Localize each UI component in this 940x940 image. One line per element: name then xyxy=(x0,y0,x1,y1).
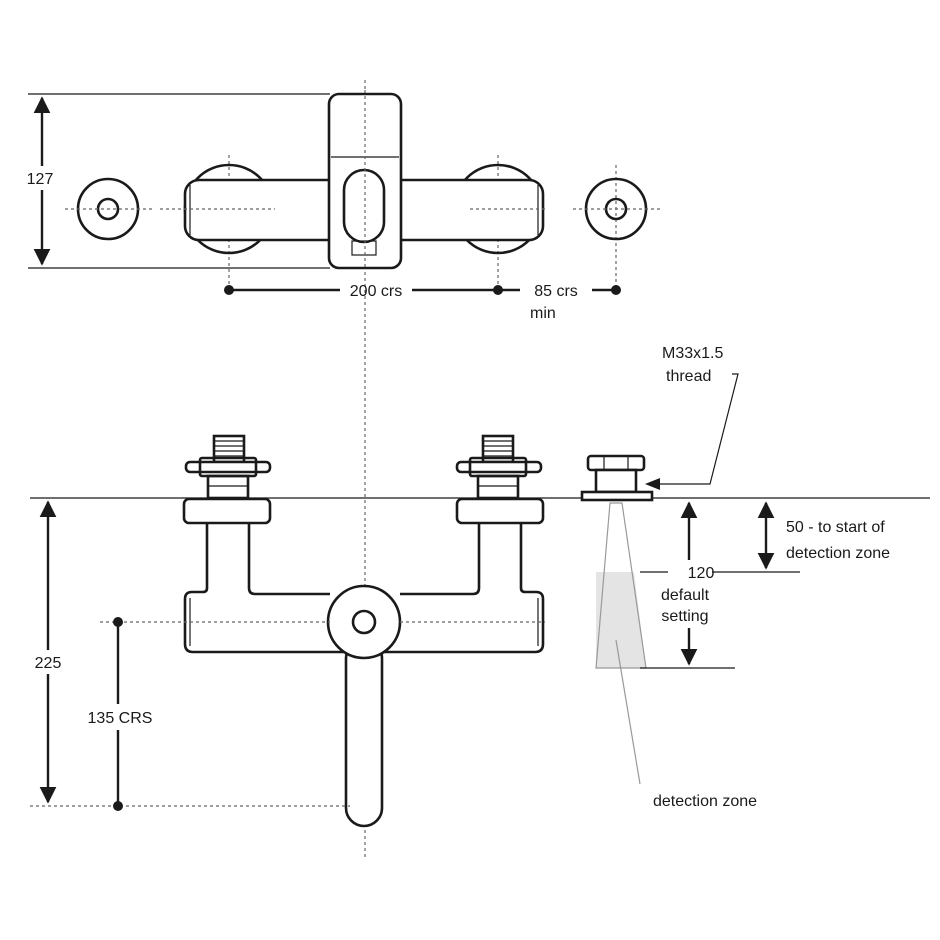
setting-label: setting xyxy=(661,608,708,625)
mixer-body-elevation xyxy=(183,522,545,654)
left-valve-cap xyxy=(182,497,272,525)
dim-point-sensor xyxy=(611,285,621,295)
dim-127-label: 127 xyxy=(27,171,54,188)
lever-handle xyxy=(344,638,384,828)
zone-leader xyxy=(615,639,641,785)
thread-leader xyxy=(655,373,739,485)
knob-centre xyxy=(351,609,377,635)
dim-50-label: 50 - to start of xyxy=(786,519,885,536)
front-elevation: 225 135 CRS xyxy=(26,434,930,828)
dim-135-label: 135 CRS xyxy=(88,710,153,727)
dim-225-label: 225 xyxy=(35,655,62,672)
dim-135-mask xyxy=(78,704,164,730)
left-inlet-stem xyxy=(206,474,250,500)
dim-85-label: 85 crs xyxy=(534,283,578,300)
thread-size-label: M33x1.5 xyxy=(662,345,723,362)
dim-85-min-label: min xyxy=(530,305,556,322)
right-inlet-flange xyxy=(455,460,543,474)
left-inlet-flange xyxy=(184,460,272,474)
plan-view: 127 200 crs 85 crs min xyxy=(18,80,660,860)
thread-leader-arrow xyxy=(645,478,660,490)
dim-135-point-top xyxy=(113,617,123,627)
sensor-assembly: 50 - to start of detection zone 120 defa… xyxy=(580,345,890,810)
dim-120-mask xyxy=(668,562,712,582)
detection-zone-label: detection zone xyxy=(653,793,757,810)
nut-facets xyxy=(603,456,629,470)
dim-200-label: 200 crs xyxy=(350,283,402,300)
dim-point-left-valve xyxy=(224,285,234,295)
spout-outline xyxy=(342,168,386,244)
dim-120-label: 120 xyxy=(688,565,715,582)
sensor-nut xyxy=(586,454,646,472)
spout-tip xyxy=(351,240,377,256)
right-inlet-stem xyxy=(476,474,520,500)
dim-135-point-bottom xyxy=(113,801,123,811)
right-valve-cap xyxy=(455,497,545,525)
thread-label: thread xyxy=(666,368,711,385)
sensor-base xyxy=(580,490,654,502)
dim-225-mask xyxy=(26,650,72,674)
default-label: default xyxy=(661,587,710,604)
dim-point-right-valve xyxy=(493,285,503,295)
control-knob xyxy=(326,584,402,660)
dim-50-label-2: detection zone xyxy=(786,545,890,562)
detection-zone-fill xyxy=(596,572,646,668)
dim-127-mask xyxy=(18,166,62,190)
sensor-body xyxy=(594,468,638,494)
